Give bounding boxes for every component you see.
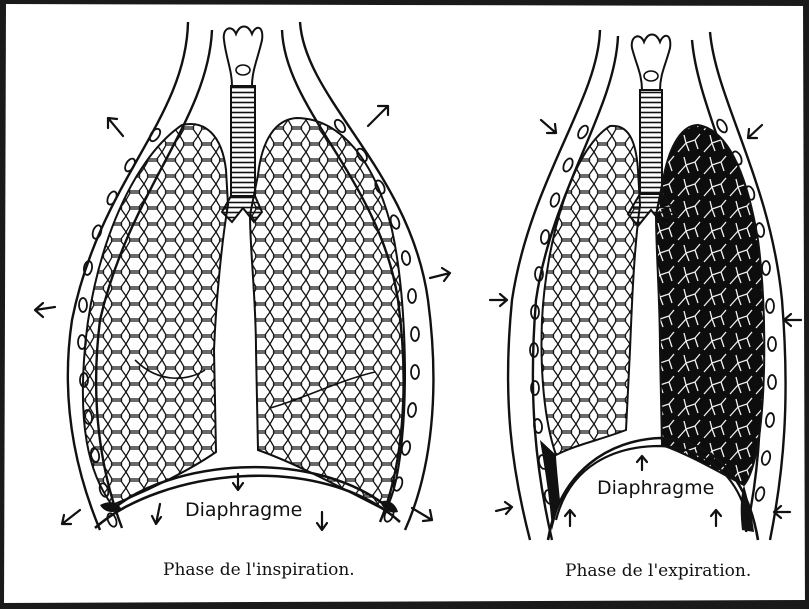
glottis-right: [644, 71, 658, 81]
arrow-right-icon: [430, 268, 450, 281]
arrow-down-left-icon: [748, 125, 762, 138]
bronchi-left: [222, 196, 262, 222]
arrow-up-icon: [565, 510, 575, 526]
right-lung-expiration-collapsed: [656, 125, 764, 485]
trachea-right: [640, 90, 662, 194]
arrow-down-icon: [317, 512, 327, 530]
trachea-left: [231, 86, 255, 196]
arrow-right-icon: [490, 294, 507, 306]
arrow-right-icon: [496, 502, 512, 514]
arrow-up-left-icon: [108, 118, 123, 136]
arrow-left-icon: [784, 314, 801, 326]
left-lung-inspiration: [83, 124, 228, 505]
caption-inspiration: Phase de l'inspiration.: [163, 560, 355, 580]
glottis-left: [236, 65, 250, 75]
larynx-left: [224, 27, 263, 87]
arrow-up-icon: [711, 510, 721, 526]
caption-expiration: Phase de l'expiration.: [565, 561, 751, 581]
diaphragm-label-inspiration: Diaphragme: [185, 499, 302, 521]
inspiration-panel: Diaphragme: [35, 22, 450, 530]
arrow-down-left-icon: [62, 510, 80, 524]
arrow-up-icon: [637, 456, 647, 470]
arrow-down-right-icon: [541, 120, 556, 133]
diaphragm-label-expiration: Diaphragme: [597, 477, 714, 499]
expiration-panel: Diaphragme: [490, 30, 801, 540]
arrow-up-right-icon: [368, 106, 388, 126]
arrow-down-right-icon: [412, 508, 432, 521]
arrow-left-icon: [35, 303, 55, 317]
left-lung-expiration: [542, 126, 640, 455]
arrow-down-icon: [152, 504, 161, 524]
